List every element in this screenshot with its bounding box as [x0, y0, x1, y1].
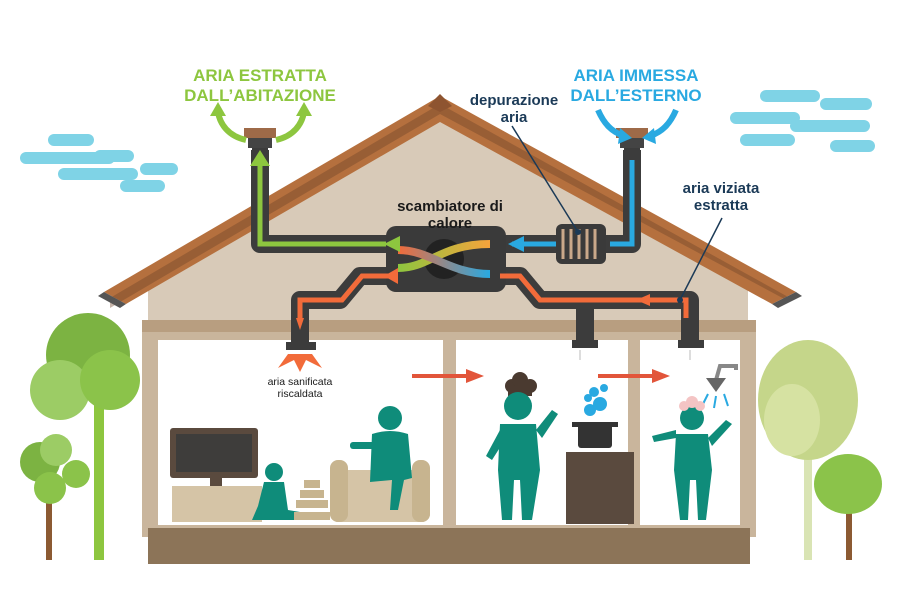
kitchen-counter	[566, 452, 634, 524]
sanitized-air-flow	[297, 273, 689, 318]
arrow-curve-icon	[215, 111, 247, 143]
person-icon	[350, 406, 412, 510]
roof	[98, 94, 802, 308]
floor-slab	[142, 320, 756, 332]
label-stale-air: aria viziata estratta	[682, 180, 760, 215]
tv-stand	[172, 486, 262, 522]
arrow-up-icon	[250, 150, 270, 166]
pot-icon	[572, 422, 618, 448]
tree-icon	[814, 454, 882, 560]
heat-exchanger	[386, 226, 506, 292]
arrow-left-icon	[508, 236, 524, 252]
cloud-icon	[20, 134, 178, 192]
tree-icon	[20, 434, 90, 560]
toy-blocks	[294, 480, 330, 520]
person-icon	[486, 392, 558, 520]
person-icon	[652, 406, 732, 520]
tv-icon	[170, 428, 258, 486]
callout-line	[679, 217, 723, 301]
chef-hat-icon	[505, 372, 537, 396]
person-icon	[252, 463, 300, 520]
air-passage-arrow	[412, 369, 670, 383]
arrow-left-icon	[384, 236, 400, 252]
arrow-curve-icon	[275, 111, 307, 143]
shower-icon	[701, 364, 738, 409]
label-extracted-air: ARIA ESTRATTA DALL’ABITAZIONE	[184, 66, 336, 105]
label-sanitized-air: aria sanificata riscaldata	[267, 376, 333, 401]
outlet-diffuser	[572, 340, 598, 348]
cloud-icon	[730, 90, 875, 152]
extract-air-flow	[257, 160, 386, 247]
label-purification: depurazione aria	[469, 92, 559, 127]
label-heat-exchanger: scambiatore di calore	[397, 198, 503, 233]
callout-line	[511, 125, 579, 233]
tree-icon	[758, 340, 858, 560]
outlet-fan-arrows	[278, 354, 322, 372]
steam-icon	[584, 384, 608, 416]
tree-icon	[30, 313, 140, 560]
attic-wall	[148, 110, 748, 340]
label-intake-air: ARIA IMMESSA DALL’ESTERNO	[570, 66, 702, 105]
sofa	[330, 460, 430, 522]
foundation	[148, 528, 750, 564]
foam-icon	[679, 396, 705, 411]
filter-icon	[556, 224, 606, 264]
outlet-diffuser	[678, 340, 704, 348]
outlet-diffuser	[286, 342, 316, 350]
